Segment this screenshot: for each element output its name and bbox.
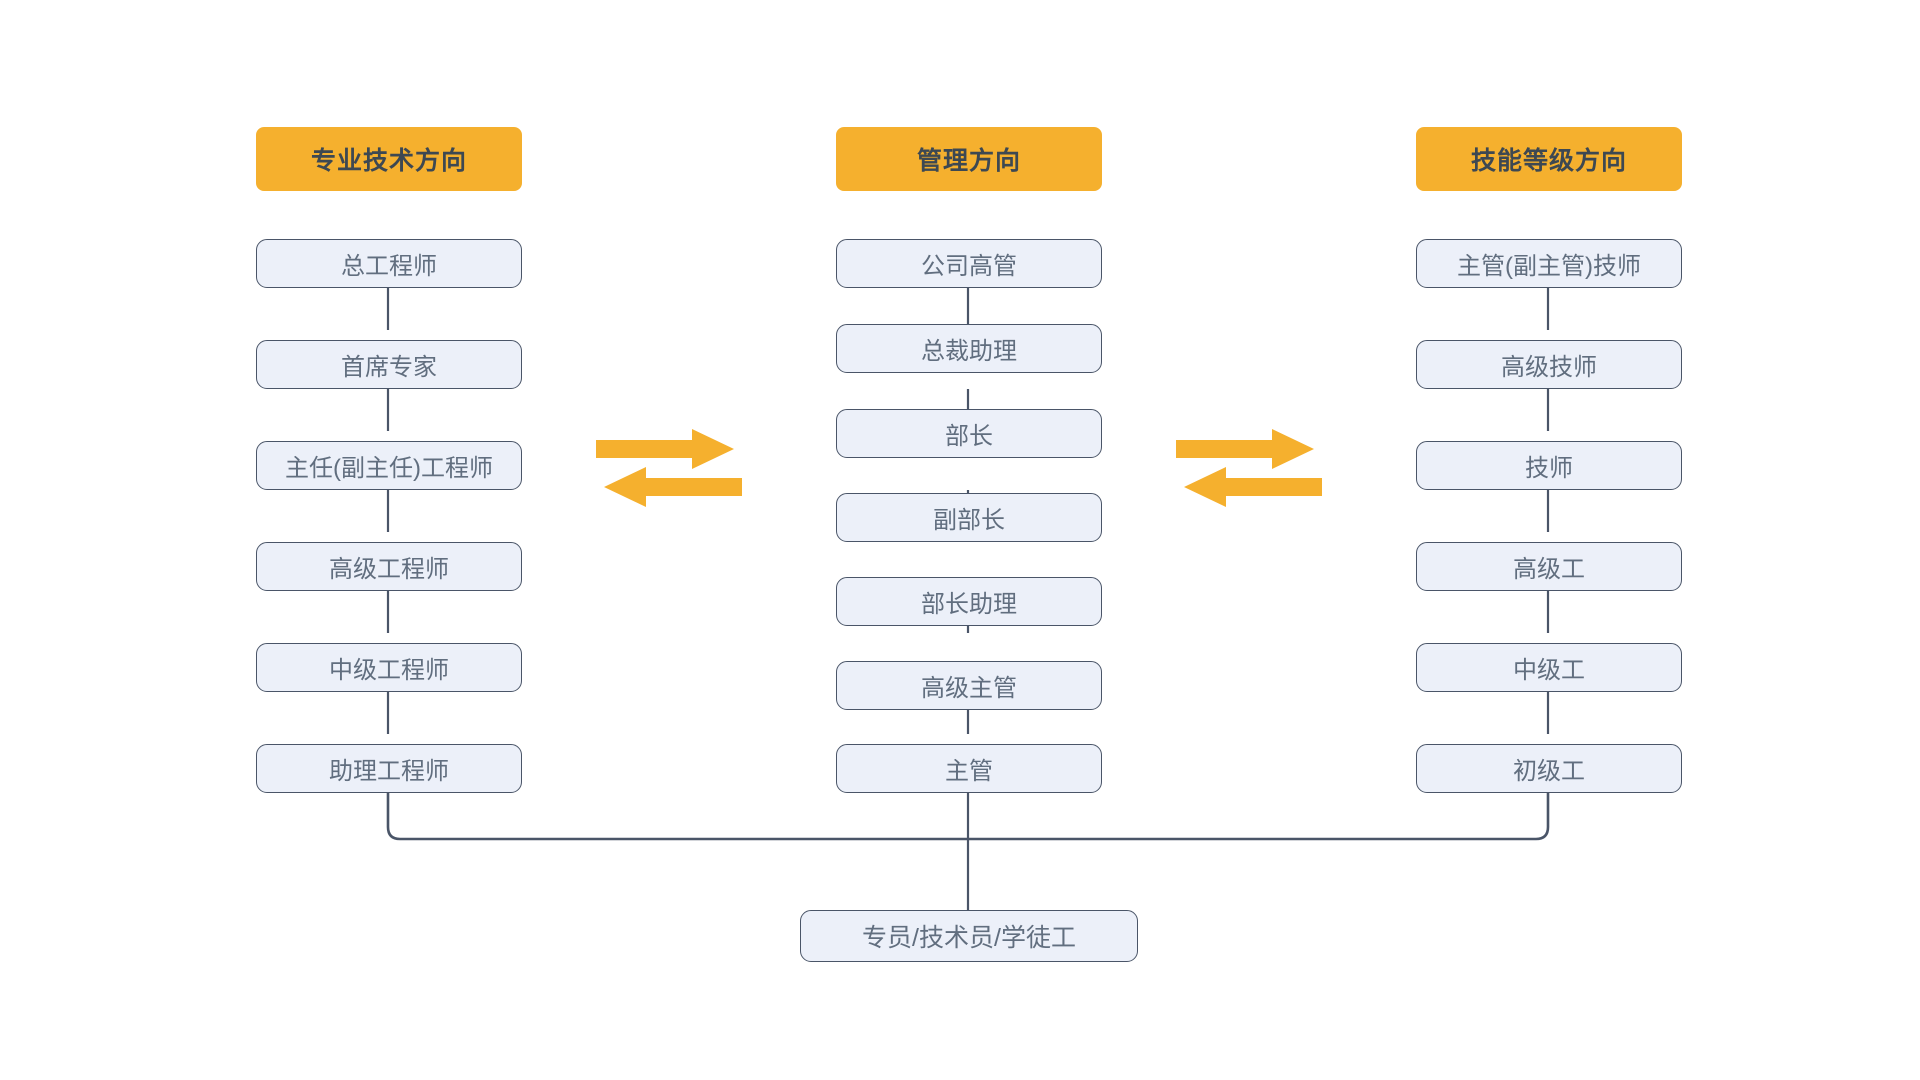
node-technical-5-label: 助理工程师: [329, 758, 449, 785]
exchange-arrows-management-skill[interactable]: [1174, 428, 1324, 508]
node-skill-3[interactable]: 高级工: [1416, 542, 1682, 591]
node-management-0-label: 公司高管: [921, 253, 1017, 280]
node-skill-5[interactable]: 初级工: [1416, 744, 1682, 793]
column-header-technical[interactable]: 专业技术方向: [256, 127, 522, 191]
node-technical-5[interactable]: 助理工程师: [256, 744, 522, 793]
node-technical-3-label: 高级工程师: [329, 556, 449, 583]
node-management-3-label: 副部长: [933, 507, 1005, 534]
node-skill-3-label: 高级工: [1513, 556, 1585, 583]
merge-path-skill: [966, 791, 1550, 841]
node-management-6-label: 主管: [945, 758, 993, 785]
node-technical-1-label: 首席专家: [341, 354, 437, 381]
node-skill-4-label: 中级工: [1513, 657, 1585, 684]
node-skill-5-label: 初级工: [1513, 758, 1585, 785]
arrow-left-icon: [1184, 467, 1322, 507]
node-skill-2[interactable]: 技师: [1416, 441, 1682, 490]
exchange-arrows-tech-management[interactable]: [594, 428, 744, 508]
node-skill-2-label: 技师: [1525, 455, 1573, 482]
column-header-technical-label: 专业技术方向: [310, 147, 467, 175]
node-management-4[interactable]: 部长助理: [836, 577, 1102, 626]
node-technical-2[interactable]: 主任(副主任)工程师: [256, 441, 522, 490]
node-skill-4[interactable]: 中级工: [1416, 643, 1682, 692]
node-management-5[interactable]: 高级主管: [836, 661, 1102, 710]
arrow-right-icon: [596, 429, 734, 469]
node-technical-0[interactable]: 总工程师: [256, 239, 522, 288]
column-header-skill[interactable]: 技能等级方向: [1416, 127, 1682, 191]
node-management-0[interactable]: 公司高管: [836, 239, 1102, 288]
column-header-management[interactable]: 管理方向: [836, 127, 1102, 191]
node-management-5-label: 高级主管: [921, 675, 1017, 702]
node-technical-1[interactable]: 首席专家: [256, 340, 522, 389]
node-skill-1[interactable]: 高级技师: [1416, 340, 1682, 389]
node-management-2-label: 部长: [945, 423, 993, 450]
column-header-skill-label: 技能等级方向: [1470, 147, 1627, 175]
node-management-4-label: 部长助理: [921, 591, 1017, 618]
merge-path-technical: [386, 791, 970, 841]
node-management-1[interactable]: 总裁助理: [836, 324, 1102, 373]
arrow-right-icon: [1176, 429, 1314, 469]
node-entry-level-label: 专员/技术员/学徒工: [862, 924, 1076, 952]
arrow-left-icon: [604, 467, 742, 507]
node-technical-3[interactable]: 高级工程师: [256, 542, 522, 591]
node-technical-0-label: 总工程师: [341, 253, 437, 280]
node-management-6[interactable]: 主管: [836, 744, 1102, 793]
node-skill-1-label: 高级技师: [1501, 354, 1597, 381]
node-technical-4[interactable]: 中级工程师: [256, 643, 522, 692]
node-technical-4-label: 中级工程师: [329, 657, 449, 684]
node-skill-0-label: 主管(副主管)技师: [1457, 253, 1641, 280]
node-technical-2-label: 主任(副主任)工程师: [285, 455, 493, 482]
node-management-1-label: 总裁助理: [921, 338, 1017, 365]
node-management-3[interactable]: 副部长: [836, 493, 1102, 542]
node-management-2[interactable]: 部长: [836, 409, 1102, 458]
column-header-management-label: 管理方向: [916, 147, 1021, 175]
node-skill-0[interactable]: 主管(副主管)技师: [1416, 239, 1682, 288]
node-entry-level[interactable]: 专员/技术员/学徒工: [800, 910, 1138, 962]
